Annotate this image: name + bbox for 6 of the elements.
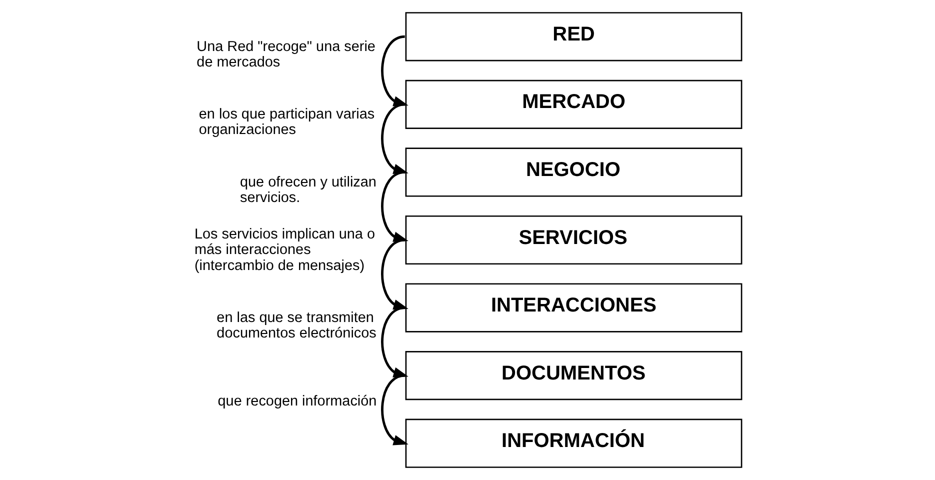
- edge-label: en las que se transmiten documentos electrónicos: [216, 310, 376, 342]
- edge-label: Una Red "recoge" una serie de mercados: [196, 38, 375, 70]
- edge-label: que ofrecen y utilizan servicios.: [240, 174, 376, 206]
- edge-label: que recogen información: [217, 393, 376, 410]
- edge-label: Los servicios implican una o más interacciones (intercambio de mensajes): [194, 226, 375, 274]
- edge-label: en los que participan varias organizaciones: [198, 106, 374, 138]
